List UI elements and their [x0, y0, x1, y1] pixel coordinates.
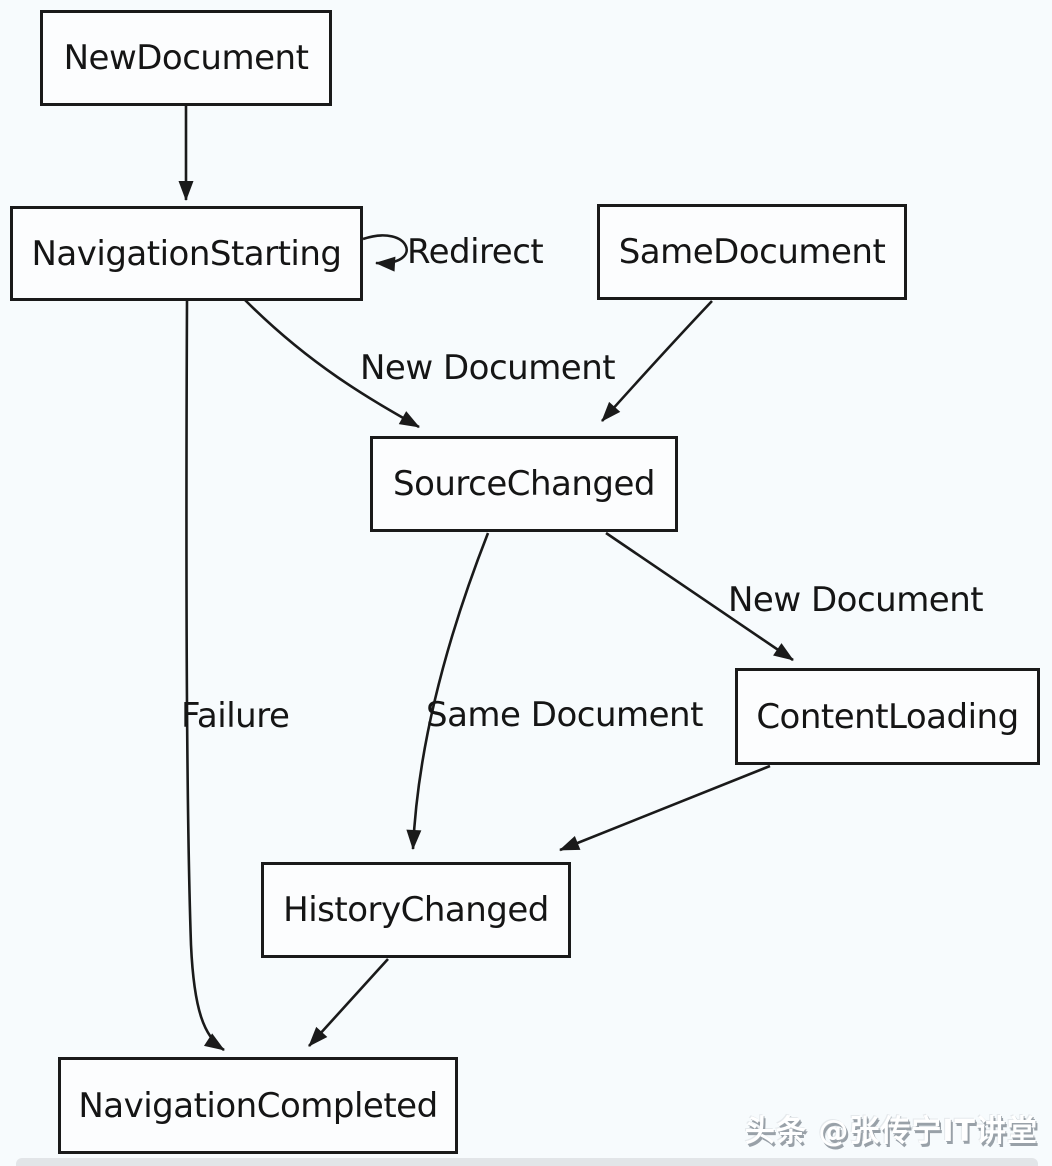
- edge-historychanged-to-navigationcompleted: [308, 958, 389, 1047]
- edge-sourcechanged-to-historychanged: [406, 532, 490, 850]
- edge-navigationstarting-to-sourcechanged: [244, 299, 420, 429]
- node-source-changed: SourceChanged: [370, 436, 678, 532]
- node-same-document: SameDocument: [597, 204, 907, 300]
- edge-navigationstarting-to-navigationcompleted: [185, 300, 225, 1052]
- edge-sourcechanged-to-contentloading: [605, 531, 794, 662]
- edge-label-new-document-upper: New Document: [360, 348, 616, 388]
- watermark-text: 头条 @张传宁IT讲堂: [744, 1114, 1038, 1149]
- edge-label-same-document: Same Document: [426, 695, 703, 735]
- node-navigation-starting: NavigationStarting: [10, 206, 363, 301]
- edge-label-redirect: Redirect: [407, 232, 544, 272]
- edge-label-failure: Failure: [181, 696, 290, 736]
- edge-samedocument-to-sourcechanged: [601, 300, 713, 422]
- edge-contentloading-to-historychanged: [559, 764, 771, 852]
- bottom-ui-strip: [16, 1158, 1038, 1166]
- node-history-changed: HistoryChanged: [261, 862, 571, 958]
- node-new-document: NewDocument: [40, 10, 332, 106]
- edge-label-new-document-lower: New Document: [728, 580, 984, 620]
- node-content-loading: ContentLoading: [735, 668, 1040, 765]
- node-navigation-completed: NavigationCompleted: [58, 1057, 458, 1154]
- edge-redirect-self-loop: [362, 234, 408, 272]
